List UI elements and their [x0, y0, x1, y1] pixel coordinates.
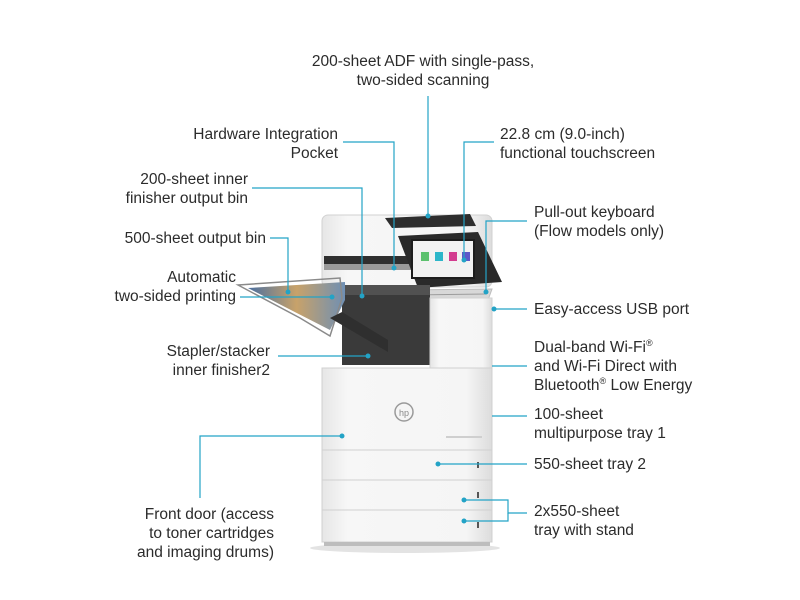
label-duplex: Automatic two-sided printing: [114, 269, 236, 305]
registered-mark: ®: [645, 338, 653, 348]
screen-tile-green: [421, 252, 429, 261]
label-stapler: Stapler/stacker inner finisher2: [166, 343, 270, 379]
connector-hip: [343, 141, 395, 268]
screen-tile-teal: [435, 252, 443, 261]
hp-logo-icon: [394, 402, 414, 422]
stacker-bin: [330, 312, 388, 352]
output-paper: [248, 282, 345, 330]
connector-touchscreen: [463, 141, 494, 260]
label-adf: 200-sheet ADF with single-pass, two-side…: [311, 53, 535, 89]
label-front-door: Front door (access to toner cartridges a…: [137, 506, 274, 561]
label-usb: Easy-access USB port: [534, 301, 690, 318]
label-keyboard: Pull-out keyboard (Flow models only): [534, 204, 665, 240]
connector-inner-bin: [252, 187, 363, 296]
label-inner-bin: 200-sheet inner finisher output bin: [125, 171, 248, 207]
tray-4: [321, 509, 493, 543]
label-output-bin: 500-sheet output bin: [124, 230, 266, 247]
label-hip: Hardware Integration Pocket: [193, 126, 338, 162]
screen-tile-magenta: [449, 252, 457, 261]
connector-keyboard: [485, 220, 527, 292]
label-tray-stand: 2x550-sheet tray with stand: [534, 503, 634, 539]
label-touchscreen: 22.8 cm (9.0-inch) functional touchscree…: [500, 126, 656, 162]
tray-2: [321, 449, 493, 481]
tray-3: [321, 479, 493, 511]
label-wifi: Dual-band Wi-Fi® and Wi-Fi Direct with B…: [534, 338, 693, 395]
adf-tray: [385, 214, 476, 228]
scanner-strip: [324, 256, 414, 264]
hp-logo-text: hp: [399, 408, 409, 418]
mid-body: [429, 297, 493, 369]
screen-tile-purple: [462, 252, 470, 261]
connector-tray-stand: [464, 499, 527, 514]
stand-base: [324, 542, 490, 546]
connector-output-bin: [270, 237, 289, 292]
connector-front-door: [199, 435, 342, 498]
label-tray2: 550-sheet tray 2: [534, 456, 647, 473]
label-tray1: 100-sheet multipurpose tray 1: [534, 406, 666, 442]
registered-mark: ®: [599, 376, 607, 386]
